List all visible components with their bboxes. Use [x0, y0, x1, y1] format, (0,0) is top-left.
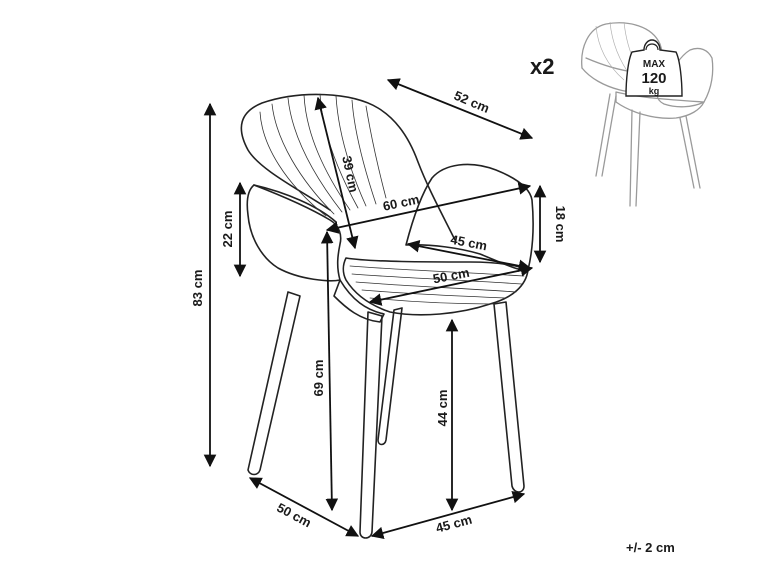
dimension-lines — [203, 78, 547, 540]
seat-cushion-outline — [342, 257, 529, 316]
label-seat-width: 60 cm — [381, 191, 420, 213]
label-armrest-height-front: 18 cm — [553, 206, 568, 243]
max-load-badge: MAX 120 kg — [625, 39, 683, 97]
label-base-width: 45 cm — [434, 512, 474, 536]
label-armrest-floor-height: 69 cm — [311, 360, 326, 397]
badge-weight: 120 — [641, 70, 666, 87]
leg-back-right — [493, 301, 525, 493]
label-width: 52 cm — [452, 88, 492, 116]
backrest-channels — [259, 93, 387, 217]
badge-max: MAX — [643, 59, 666, 70]
label-total-height: 83 cm — [190, 270, 205, 307]
leg-front-left — [247, 291, 301, 476]
tolerance-note: +/- 2 cm — [626, 540, 675, 555]
leg-front-right — [359, 311, 383, 539]
dimension-labels: 52 cm 39 cm 60 cm 18 cm 22 cm 83 cm 45 c… — [190, 88, 568, 536]
leg-back-left — [377, 307, 403, 446]
label-armrest-height-side: 22 cm — [220, 211, 235, 248]
label-seat-depth: 50 cm — [432, 265, 471, 287]
shell-side-outline — [333, 279, 385, 323]
chair-legs — [247, 291, 525, 539]
quantity-label: x2 — [530, 54, 554, 79]
backrest-outline — [240, 93, 456, 241]
label-seat-height: 44 cm — [435, 390, 450, 427]
chair-drawing — [240, 93, 534, 539]
label-backrest-height: 39 cm — [339, 154, 361, 193]
badge-unit: kg — [649, 86, 660, 96]
weight-icon — [625, 39, 683, 97]
label-inner-width: 45 cm — [449, 232, 488, 254]
label-base-depth: 50 cm — [274, 500, 314, 531]
